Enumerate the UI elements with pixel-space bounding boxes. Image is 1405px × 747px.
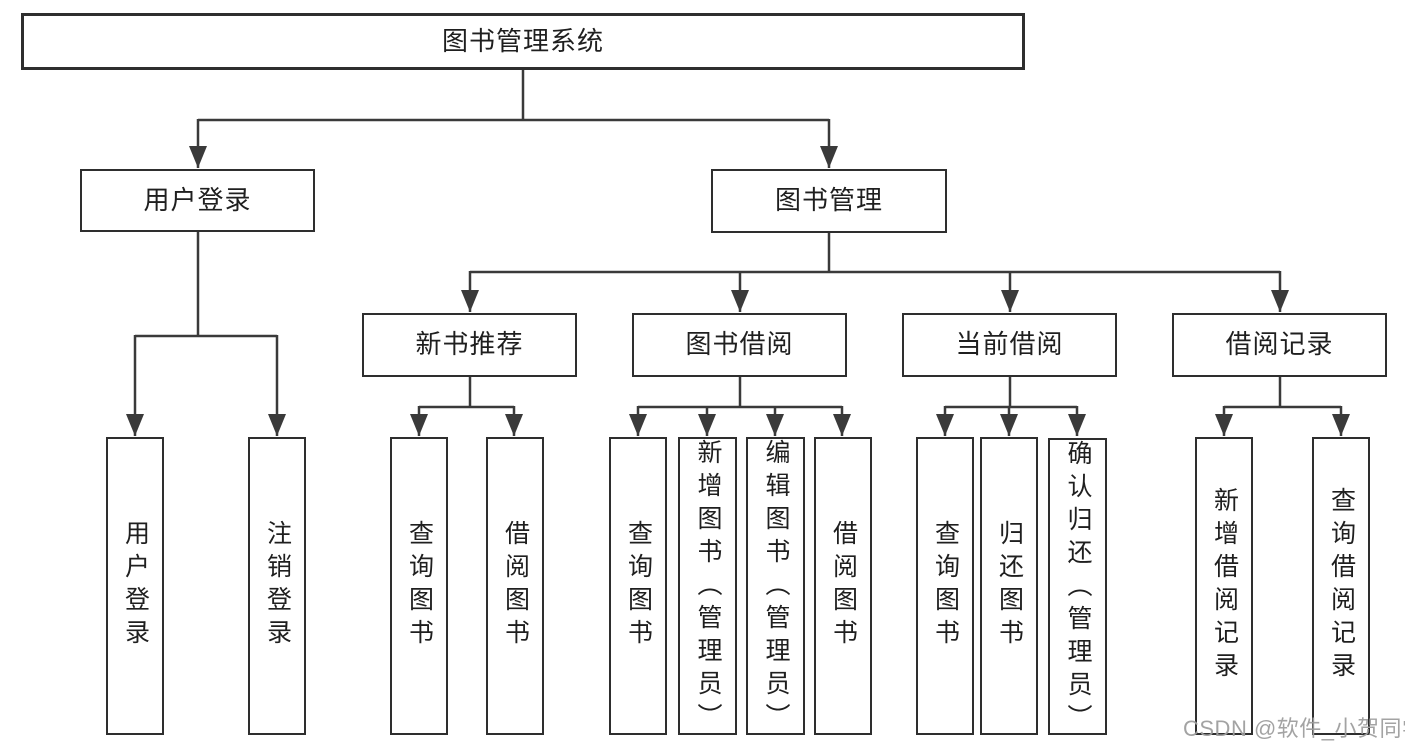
node-new-book-recommend: 新书推荐 — [362, 313, 577, 377]
leaf-cb-confirm-return-admin: 确认归还（管理员） — [1048, 438, 1107, 737]
connector-line — [945, 377, 1077, 409]
leaf-ul-user-login-label: 用户登录 — [121, 520, 150, 652]
node-book-management: 图书管理 — [711, 169, 947, 233]
node-current-borrow: 当前借阅 — [902, 313, 1117, 377]
connector-line — [419, 377, 514, 409]
leaf-bb-borrow-books-label: 借阅图书 — [829, 520, 858, 652]
leaf-nb-borrow-books: 借阅图书 — [486, 437, 544, 735]
node-book-management-label: 图书管理 — [774, 185, 883, 216]
leaf-br-add-record: 新增借阅记录 — [1195, 437, 1253, 735]
connector-line — [470, 233, 1280, 274]
leaf-nb-query-books-label: 查询图书 — [405, 520, 434, 652]
leaf-br-add-record-label: 新增借阅记录 — [1210, 487, 1239, 685]
connector-line — [198, 70, 829, 122]
leaf-br-query-record: 查询借阅记录 — [1312, 437, 1370, 735]
leaf-br-query-record-label: 查询借阅记录 — [1327, 487, 1356, 685]
leaf-cb-query-books-label: 查询图书 — [931, 520, 960, 652]
leaf-bb-edit-books-admin: 编辑图书（管理员） — [746, 437, 805, 736]
node-borrow-records-label: 借阅记录 — [1225, 329, 1334, 360]
connector-line — [135, 232, 277, 338]
leaf-bb-borrow-books: 借阅图书 — [814, 437, 872, 735]
connector-records-to-leaves — [1215, 377, 1350, 436]
leaf-cb-return-books-label: 归还图书 — [995, 520, 1024, 652]
leaf-cb-query-books: 查询图书 — [916, 437, 974, 735]
node-book-borrow-label: 图书借阅 — [685, 329, 794, 360]
leaf-bb-query-books: 查询图书 — [609, 437, 667, 735]
connector-borrow-to-leaves — [629, 377, 851, 436]
node-library-system: 图书管理系统 — [21, 13, 1025, 70]
node-user-login: 用户登录 — [80, 169, 315, 232]
connector-line — [638, 377, 842, 409]
leaf-nb-query-books: 查询图书 — [390, 437, 448, 735]
leaf-bb-query-books-label: 查询图书 — [624, 520, 653, 652]
leaf-cb-confirm-return-admin-label: 确认归还（管理员） — [1064, 440, 1092, 737]
connector-user-login-to-leaves — [126, 232, 286, 436]
node-borrow-records: 借阅记录 — [1172, 313, 1387, 377]
leaf-bb-add-books-admin-label: 新增图书（管理员） — [694, 439, 722, 736]
leaf-ul-logout-label: 注销登录 — [263, 520, 292, 652]
leaf-bb-edit-books-admin-label: 编辑图书（管理员） — [762, 439, 790, 736]
connector-line — [1224, 377, 1341, 409]
leaf-nb-borrow-books-label: 借阅图书 — [501, 520, 530, 652]
node-book-borrow: 图书借阅 — [632, 313, 847, 377]
leaf-cb-return-books: 归还图书 — [980, 437, 1038, 735]
node-current-borrow-label: 当前借阅 — [955, 329, 1064, 360]
connector-new-books-to-leaves — [410, 377, 523, 436]
csdn-watermark: CSDN @软件_小贺同学 — [1183, 716, 1405, 741]
leaf-bb-add-books-admin: 新增图书（管理员） — [678, 437, 737, 736]
leaf-ul-user-login: 用户登录 — [106, 437, 164, 735]
connector-current-to-leaves — [936, 377, 1086, 436]
node-library-system-label: 图书管理系统 — [441, 25, 604, 56]
leaf-ul-logout: 注销登录 — [248, 437, 306, 735]
node-user-login-label: 用户登录 — [143, 184, 252, 215]
connector-book-mgmt-to-level3 — [461, 233, 1289, 312]
node-new-book-recommend-label: 新书推荐 — [415, 329, 524, 360]
connector-root-to-branches — [189, 70, 838, 168]
